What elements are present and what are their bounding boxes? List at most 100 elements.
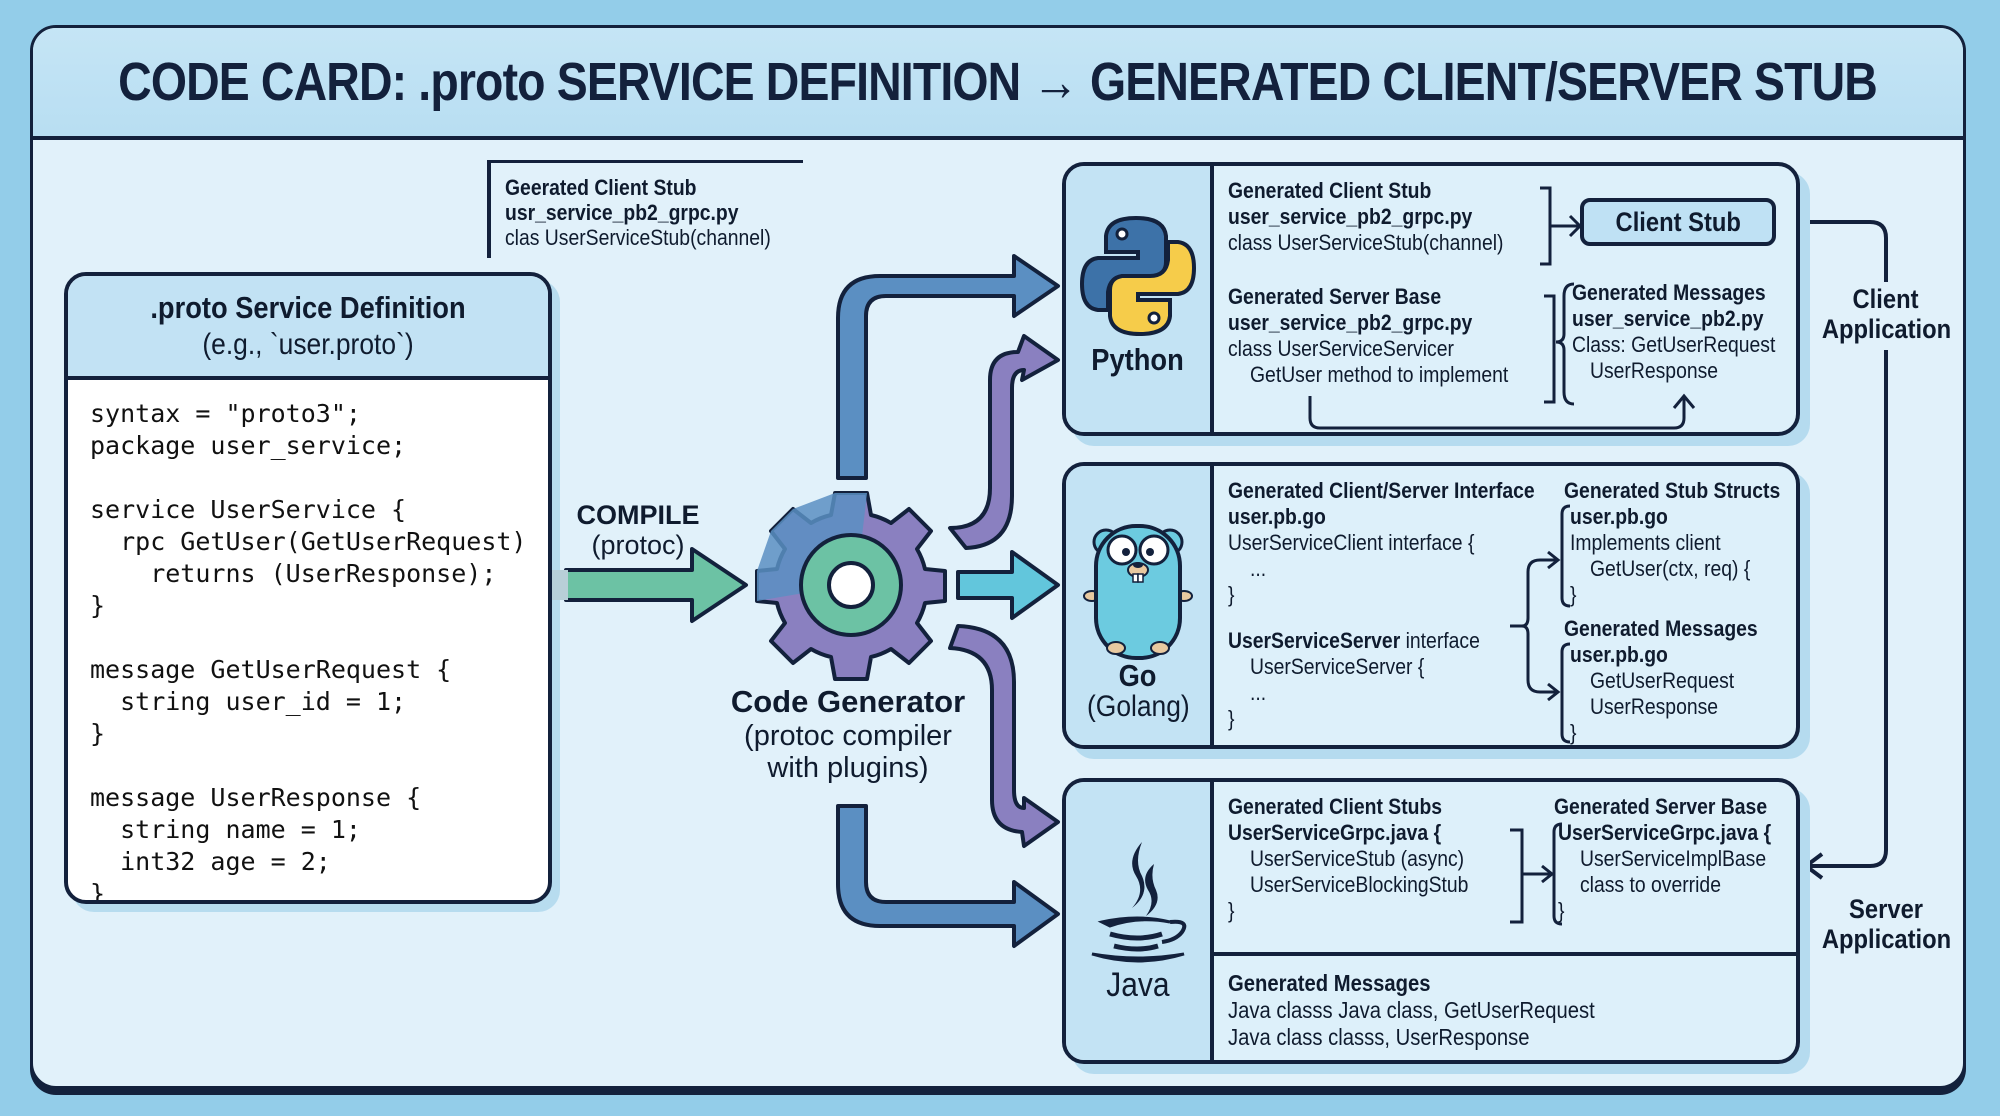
go-sublabel: (Golang) [1086,690,1190,723]
java-divider [1210,952,1796,956]
arrow-to-java-blue [836,804,1060,948]
proto-subheading: (e.g., `user.proto`) [202,328,414,361]
java-label: Java [1106,966,1170,1004]
java-server-file: UserServiceGrpc.java { [1558,820,1772,845]
gear-icon [755,491,947,681]
java-messages-line2: Java class classs, UserResponse [1228,1024,1530,1050]
go-messages-block: Generated Messages user.pb.go GetUserReq… [1564,616,1784,745]
go-server-interface: UserServiceServer { [1250,654,1425,679]
python-client-title: Generated Client Stub [1228,178,1432,203]
python-messages-title: Generated Messages [1572,280,1766,305]
java-messages-line1: Java classs Java class, GetUserRequest [1228,997,1595,1023]
go-messages-title: Generated Messages [1564,616,1758,641]
arrow-to-java-purple [948,624,1060,848]
python-server-block: Generated Server Base user_service_pb2_g… [1228,284,1543,388]
python-client-class: class UserServiceStub(channel) [1228,230,1504,255]
arrow-to-go [956,550,1060,620]
python-server-method: GetUser method to implement [1250,362,1509,387]
proto-definition-box: .proto Service Definition (e.g., `user.p… [64,272,552,904]
go-server-rest: interface [1400,628,1480,653]
go-brackets [1510,504,1571,744]
go-structs-file: user.pb.go [1570,504,1668,529]
go-interface-file: user.pb.go [1228,504,1326,529]
python-client-file: user_service_pb2_grpc.py [1228,204,1473,229]
java-client-line2: UserServiceBlockingStub [1250,872,1469,897]
python-messages-class: Class: GetUserRequest [1572,332,1776,357]
java-server-close: } [1558,898,1565,923]
floating-note: Geerated Client Stub usr_service_pb2_grp… [487,160,803,258]
python-label: Python [1091,342,1185,377]
go-client-close: } [1228,582,1235,607]
go-structs-line2: GetUser(ctx, req) { [1590,556,1751,581]
go-icon-column: Go (Golang) [1066,466,1214,745]
note-class: clas UserServiceStub(channel) [505,225,771,250]
java-messages-block: Generated Messages Java classs Java clas… [1228,970,1645,1051]
server-app-connector [1806,350,1888,868]
generator-title: Code Generator [730,684,966,719]
go-structs-line1: Implements client [1570,530,1721,555]
client-application-label: Client Application [1821,284,1951,344]
compile-label: COMPILE [576,500,700,530]
server-app-arrowhead [1802,852,1824,880]
go-messages-line2: UserResponse [1590,694,1719,719]
python-messages-file: user_service_pb2.py [1572,306,1764,331]
go-structs-block: Generated Stub Structs user.pb.go Implem… [1564,478,1796,608]
java-server-line1: UserServiceImplBase [1580,846,1767,871]
go-interface-block: Generated Client/Server Interface user.p… [1228,478,1576,732]
go-messages-file: user.pb.go [1570,642,1668,667]
compile-arrow-tail [552,570,568,600]
java-brackets [1510,822,1563,926]
java-icon-column: Java [1066,782,1214,1060]
generator-sub2: with plugins) [767,752,929,784]
go-label: Go [1119,658,1157,693]
java-panel: Java Generated Client Stubs UserServiceG… [1062,778,1800,1064]
arrow-to-python-purple [948,334,1060,550]
java-client-close: } [1228,898,1235,923]
page-title: CODE CARD: .proto SERVICE DEFINITION → G… [118,52,1879,112]
go-structs-close: } [1570,582,1577,607]
server-application-label: Server Application [1821,894,1951,954]
java-server-block: Generated Server Base UserServiceGrpc.ja… [1554,794,1796,924]
proto-code: syntax = "proto3"; package user_service;… [90,399,527,904]
python-brackets [1308,186,1696,430]
arrow-to-python-blue [836,254,1060,480]
java-client-block: Generated Client Stubs UserServiceGrpc.j… [1228,794,1498,924]
java-client-title: Generated Client Stubs [1228,794,1443,819]
note-title: Geerated Client Stub [505,175,697,200]
java-client-line1: UserServiceStub (async) [1250,846,1465,871]
go-interface-title: Generated Client/Server Interface [1228,478,1535,503]
compile-sublabel: (protoc) [591,530,685,560]
gopher-icon [1083,524,1193,660]
python-messages-response: UserResponse [1590,358,1719,383]
java-logo-icon [1091,842,1187,963]
go-structs-title: Generated Stub Structs [1564,478,1781,503]
go-server-close: } [1228,706,1235,731]
compile-arrow [564,547,748,623]
python-icon-column: Python [1066,166,1214,432]
java-client-file: UserServiceGrpc.java { [1228,820,1442,845]
go-panel: Go (Golang) Generated Client/Server Inte… [1062,462,1800,749]
python-messages-block: Generated Messages user_service_pb2.py C… [1572,280,1796,384]
java-messages-title: Generated Messages [1228,970,1431,996]
go-server-dots: ... [1250,680,1267,705]
note-file: usr_service_pb2_grpc.py [505,200,739,225]
go-client-interface: UserServiceClient interface { [1228,530,1475,555]
title-bar: CODE CARD: .proto SERVICE DEFINITION → G… [33,28,1963,140]
proto-heading: .proto Service Definition [150,290,466,325]
go-client-dots: ... [1250,556,1267,581]
client-stub-pill: Client Stub [1580,198,1776,246]
python-server-class: class UserServiceServicer [1228,336,1454,361]
python-server-file: user_service_pb2_grpc.py [1228,310,1473,335]
java-server-line2: class to override [1580,872,1721,897]
go-server-bold: UserServiceServer [1228,628,1401,653]
client-app-connector-top [1778,220,1888,282]
go-messages-close: } [1570,720,1577,745]
go-messages-line1: GetUserRequest [1590,668,1735,693]
java-server-title: Generated Server Base [1554,794,1768,819]
python-client-block: Generated Client Stub user_service_pb2_g… [1228,178,1541,256]
python-server-title: Generated Server Base [1228,284,1442,309]
python-logo-icon [1079,215,1197,337]
proto-header: .proto Service Definition (e.g., `user.p… [68,276,548,380]
generator-sub1: (protoc compiler [744,720,952,752]
